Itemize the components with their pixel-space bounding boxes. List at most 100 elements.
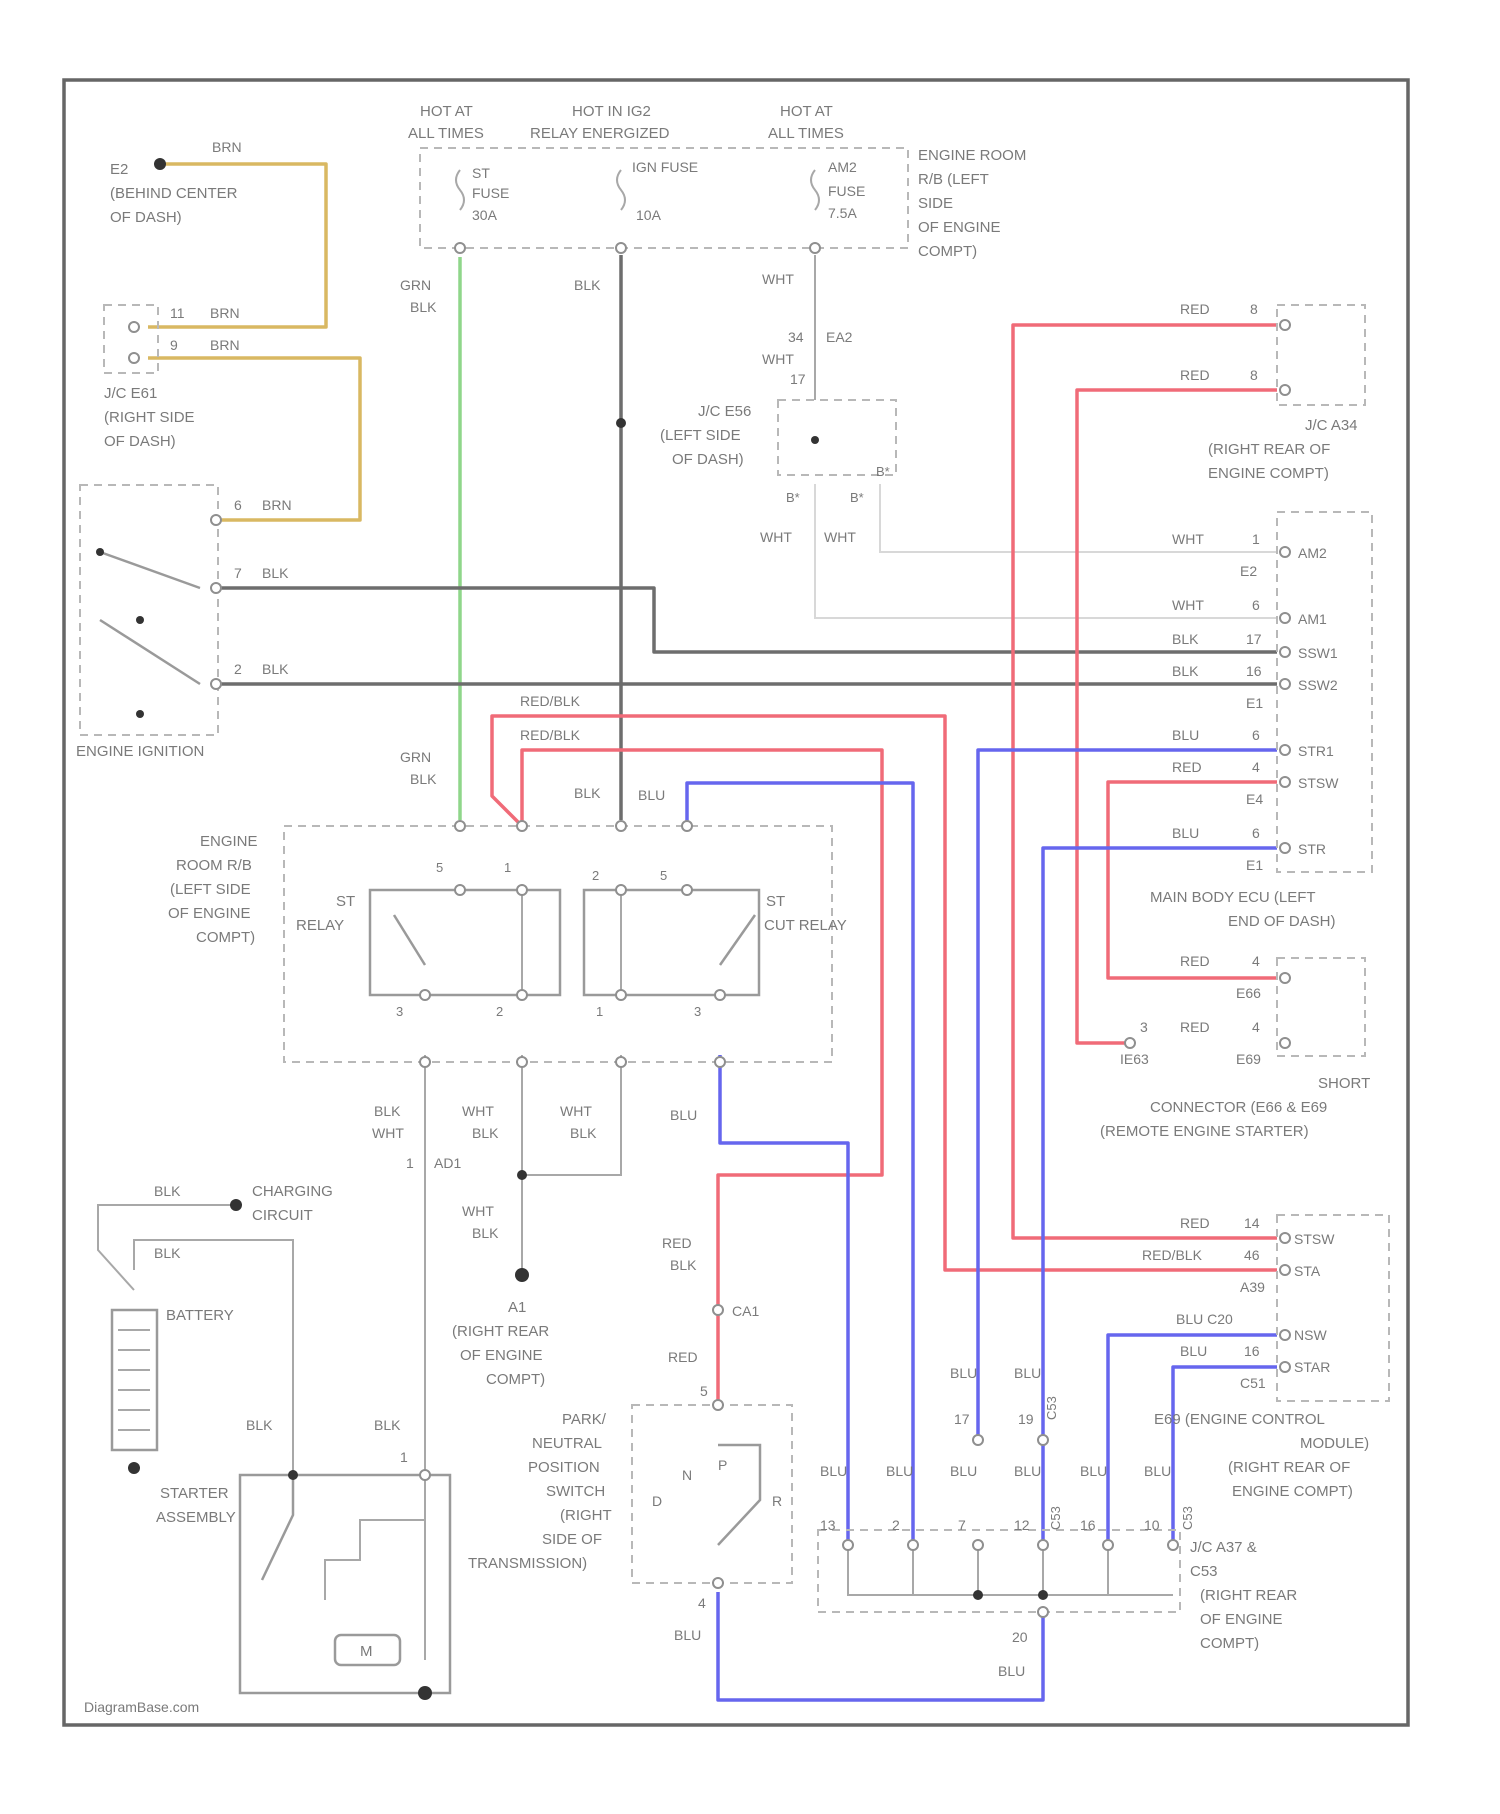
ignition-node-2	[136, 616, 144, 624]
ecm-row-4-wire: BLU	[1180, 1343, 1207, 1359]
junction-blk	[616, 418, 626, 428]
wire-blk-charging	[98, 1205, 236, 1215]
jc-e61-brn-2: BRN	[210, 337, 240, 353]
st-cut-relay-label-1: ST	[766, 893, 785, 910]
fuse-box-label-1: ENGINE ROOM	[918, 147, 1026, 164]
pnp-label-6: SIDE OF	[542, 1531, 602, 1548]
ign-pin-2: 2	[234, 661, 242, 677]
a34-red-2: RED	[1180, 367, 1210, 383]
jc-a37-bus	[848, 1545, 1173, 1595]
ecm-row-1-term: STA	[1294, 1263, 1321, 1279]
hot-at-all-times-1b: ALL TIMES	[408, 125, 484, 142]
a37-bottom-pin-20: 20	[1012, 1629, 1028, 1645]
relay-box-label-5: COMPT)	[196, 929, 255, 946]
pnp-pin-5: 5	[700, 1383, 708, 1399]
main-ecu-label-2: END OF DASH)	[1228, 913, 1336, 930]
fuse-box-label-3: SIDE	[918, 195, 953, 212]
ign-blk-2: BLK	[262, 661, 289, 677]
ecu-row-5-conn: E4	[1246, 791, 1263, 807]
ecm-row-0-term: STSW	[1294, 1231, 1335, 1247]
ecm-row-4-term: STAR	[1294, 1359, 1330, 1375]
cut-relay-pin-2: 2	[592, 868, 599, 883]
ecm-row-1-wire: RED/BLK	[1142, 1247, 1203, 1263]
a37-blu-2: BLU	[886, 1463, 913, 1479]
short-conn-label-2: CONNECTOR (E66 & E69	[1150, 1099, 1327, 1116]
pnp-pos-d: D	[652, 1493, 662, 1509]
ecu-row-3-wire: BLK	[1172, 663, 1199, 679]
am2-fuse-label-1: AM2	[828, 159, 857, 175]
ecm-row-1-pin: 46	[1244, 1247, 1260, 1263]
ignition-switch-box	[80, 485, 218, 735]
ecm-label-3: (RIGHT REAR OF	[1228, 1459, 1350, 1476]
relay-pin-2: 2	[496, 1004, 503, 1019]
ignition-switch-contact-1	[100, 552, 200, 588]
relay-pin-1: 1	[504, 860, 511, 875]
battery-label: BATTERY	[166, 1307, 234, 1324]
starter-label-1: STARTER	[160, 1485, 229, 1502]
ecm-row-5-pin: C51	[1240, 1375, 1266, 1391]
ign-pin-7: 7	[234, 565, 242, 581]
starter-node-1	[288, 1470, 298, 1480]
ecu-row-3-conn: E1	[1246, 695, 1263, 711]
ecm-row-2-pin: A39	[1240, 1279, 1265, 1295]
pnp-red-2: RED	[668, 1349, 698, 1365]
jc-e61-label-3: OF DASH)	[104, 433, 176, 450]
ecu-row-4-pin: 6	[1252, 727, 1260, 743]
ground-a1-label-4: COMPT)	[486, 1371, 545, 1388]
cut-relay-pin-5: 5	[660, 868, 667, 883]
a37-pin-7: 7	[958, 1517, 966, 1533]
ecm-row-4-pin: 16	[1244, 1343, 1260, 1359]
ignition-switch-contact-2	[100, 620, 200, 684]
ecu-row-0-pin: 1	[1252, 531, 1260, 547]
ground-e2-label-1: E2	[110, 161, 128, 178]
relay-pin-5: 5	[436, 860, 443, 875]
fuse-box-label-5: COMPT)	[918, 243, 977, 260]
relay-red-blk-2: RED/BLK	[520, 727, 581, 743]
relay-grn-blk-label: BLK	[410, 771, 437, 787]
below-blk-1: BLK	[374, 1103, 401, 1119]
ign-brn: BRN	[262, 497, 292, 513]
pnp-blk-1: BLK	[670, 1257, 697, 1273]
hot-at-all-times-3a: HOT AT	[780, 103, 833, 120]
ign-blk-1: BLK	[262, 565, 289, 581]
ground-a1-label-2: (RIGHT REAR	[452, 1323, 549, 1340]
pnp-label-3: POSITION	[528, 1459, 600, 1476]
short-red-2: RED	[1180, 1019, 1210, 1035]
relay-grn-label: GRN	[400, 749, 431, 765]
wire-blu-pnp	[718, 1592, 1043, 1700]
jc-e56-wht-1: WHT	[760, 529, 792, 545]
ecu-row-5-term: STSW	[1298, 775, 1339, 791]
conn-ea2: EA2	[826, 329, 853, 345]
pnp-label-4: SWITCH	[546, 1483, 605, 1500]
fuse-st-symbol	[456, 170, 464, 210]
ecu-row-5-pin: 4	[1252, 759, 1260, 775]
ecm-row-0-pin: 14	[1244, 1215, 1260, 1231]
short-ie63: IE63	[1120, 1051, 1149, 1067]
st-cut-relay-contact	[720, 915, 755, 965]
a37-pin-16: 16	[1080, 1517, 1096, 1533]
hot-in-ig2-b: RELAY ENERGIZED	[530, 125, 670, 142]
pnp-red-1: RED	[662, 1235, 692, 1251]
jc-a37-label-5: COMPT)	[1200, 1635, 1259, 1652]
pin-34: 34	[788, 329, 804, 345]
junction-e56	[811, 436, 819, 444]
wire-blk-label-top: BLK	[574, 277, 601, 293]
ecu-row-4-wire: BLU	[1172, 727, 1199, 743]
a34-pin-8b: 8	[1250, 367, 1258, 383]
jc-a37-label-2: C53	[1190, 1563, 1218, 1580]
wire-red-stsw	[1108, 782, 1277, 978]
ecm-label-1: E69 (ENGINE CONTROL	[1154, 1411, 1325, 1428]
fuse-ign-symbol	[617, 170, 625, 210]
a37-pin-2: 2	[892, 1517, 900, 1533]
jc-e61-label-2: (RIGHT SIDE	[104, 409, 195, 426]
st-fuse-label-2: FUSE	[472, 185, 509, 201]
hot-at-all-times-1a: HOT AT	[420, 103, 473, 120]
charging-node	[230, 1199, 242, 1211]
relay-box-label-1: ENGINE	[200, 833, 258, 850]
short-e66: E66	[1236, 985, 1261, 1001]
a37-blu-5: BLU	[1080, 1463, 1107, 1479]
ecm-row-0-wire: RED	[1180, 1215, 1210, 1231]
ecm-label-2: MODULE)	[1300, 1435, 1369, 1452]
jc-e61-label-1: J/C E61	[104, 385, 157, 402]
battery-blk-2: BLK	[154, 1245, 181, 1261]
